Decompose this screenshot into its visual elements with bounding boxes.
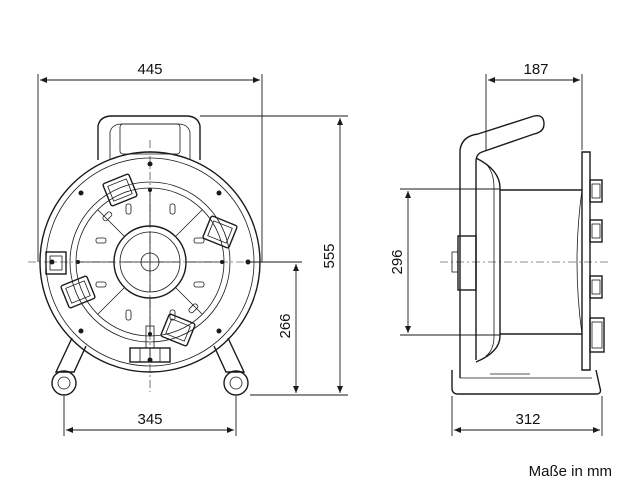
- side-handle: [459, 114, 545, 163]
- dim-front-width: 445: [37, 61, 263, 262]
- side-sockets: [589, 179, 605, 353]
- dim-total-height: 555: [200, 115, 348, 396]
- dim-drum-diameter: 296: [389, 188, 500, 336]
- dim-base-depth: 312: [451, 396, 603, 436]
- dim-side-depth: 187: [485, 61, 583, 150]
- side-view: [440, 114, 610, 395]
- side-switch-box: [45, 251, 67, 275]
- dim-label-total-height: 555: [321, 243, 338, 268]
- front-handle: [97, 115, 201, 160]
- dim-axle-height: 266: [250, 261, 302, 393]
- dim-label-axle-height: 266: [277, 313, 294, 338]
- dim-label-wheel-span: 345: [137, 411, 162, 428]
- dim-label-front-width: 445: [137, 61, 162, 78]
- units-note: Maße in mm: [528, 463, 612, 480]
- side-base: [451, 369, 602, 395]
- front-frame-legs: [54, 337, 246, 373]
- dim-label-side-depth: 187: [523, 61, 548, 78]
- dim-label-drum-diameter: 296: [389, 249, 406, 274]
- dim-label-base-depth: 312: [515, 411, 540, 428]
- front-sockets: [60, 173, 238, 347]
- front-wheels: [51, 370, 249, 396]
- front-view: [28, 115, 272, 396]
- dim-wheel-span: 345: [63, 396, 237, 436]
